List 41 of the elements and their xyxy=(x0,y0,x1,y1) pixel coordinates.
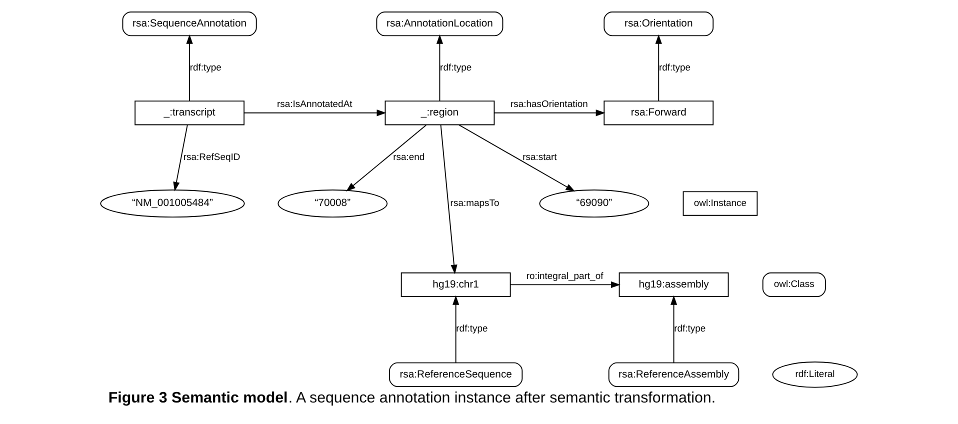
edge-label: rsa:IsAnnotatedAt xyxy=(276,99,352,110)
edge-label: rsa:end xyxy=(393,152,425,163)
node-ellipse: “69090” xyxy=(539,190,650,218)
arrow xyxy=(458,124,576,192)
edge-label: rsa:start xyxy=(522,152,557,163)
arrow xyxy=(346,124,427,192)
edge-label: rdf:type xyxy=(658,62,691,74)
arrow xyxy=(244,110,386,116)
legend-label: owl:Class xyxy=(774,279,814,290)
node-box: rsa:ReferenceAssembly xyxy=(608,362,740,387)
edge-label: rsa:mapsTo xyxy=(450,198,500,209)
node-ellipse: “70008” xyxy=(278,190,388,218)
arrow xyxy=(670,295,678,364)
node-box: rsa:ReferenceSequence xyxy=(389,362,523,387)
arrow xyxy=(494,110,606,116)
legend-label: owl:Instance xyxy=(694,198,747,209)
arrow xyxy=(440,124,458,274)
arrow xyxy=(452,295,460,364)
node-ellipse: “NM_001005484” xyxy=(100,190,245,218)
edge-label: rdf:type xyxy=(674,324,706,335)
node-box: rsa:Orientation xyxy=(604,12,714,36)
arrow xyxy=(173,124,188,192)
node-box: rsa:SequenceAnnotation xyxy=(122,12,257,36)
node-box: _:region xyxy=(384,100,495,126)
node-box: rsa:Forward xyxy=(604,100,714,126)
node-box: rsa:AnnotationLocation xyxy=(376,12,504,36)
edge-label: rdf:type xyxy=(456,324,488,335)
arrow xyxy=(655,34,662,102)
arrow xyxy=(186,34,193,102)
node-box: _:transcript xyxy=(134,100,244,126)
edge-label: rsa:RefSeqID xyxy=(183,152,240,163)
arrow xyxy=(510,281,620,288)
edge-label: ro:integral_part_of xyxy=(526,271,604,282)
legend-label: rdf:Literal xyxy=(795,369,835,380)
node-box: hg19:assembly xyxy=(618,272,729,298)
edge-label: rsa:hasOrientation xyxy=(510,99,588,110)
edge-label: rdf:type xyxy=(440,62,472,74)
caption: Figure 3 Semantic model. A sequence annotation instance after semantic transformation. xyxy=(108,389,716,406)
edge-label: rdf:type xyxy=(190,62,222,74)
node-box: hg19:chr1 xyxy=(400,272,511,298)
arrow xyxy=(436,34,444,102)
